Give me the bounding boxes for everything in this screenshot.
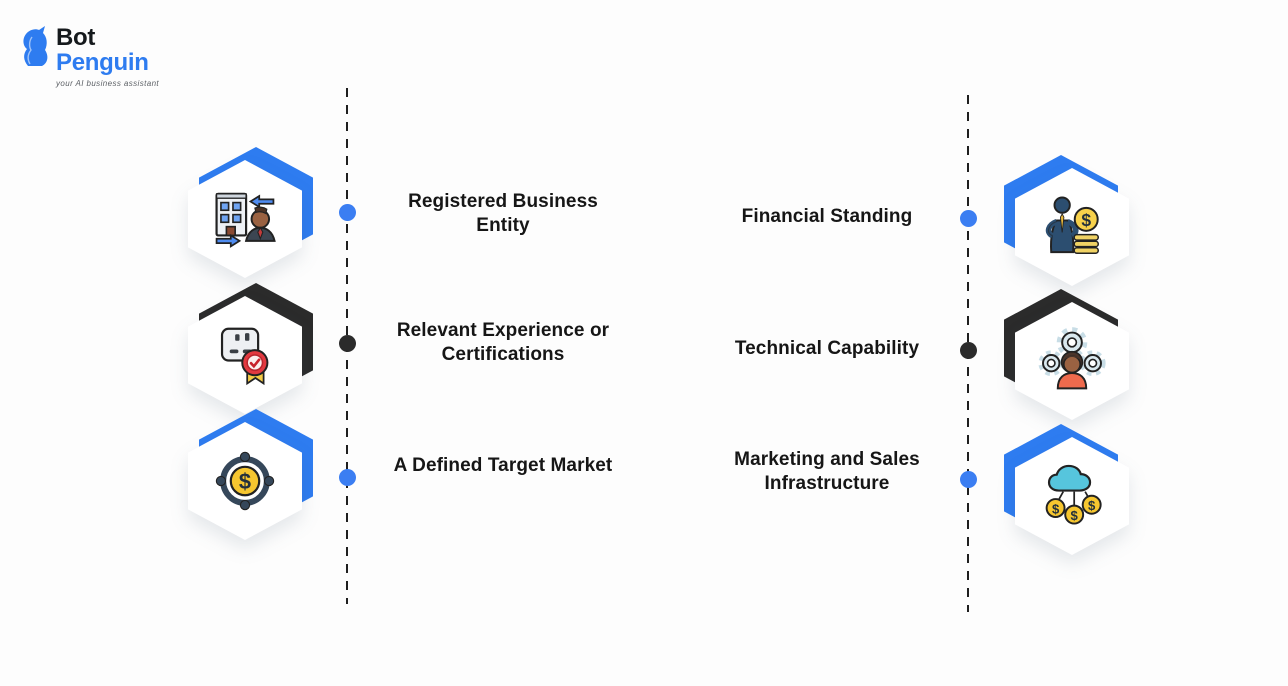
svg-text:$: $ xyxy=(1071,508,1079,523)
label-relevant-experience: Relevant Experience or Certifications xyxy=(396,320,610,365)
logo-word-bot: Bot xyxy=(56,24,96,51)
svg-text:$: $ xyxy=(1052,502,1060,517)
target-dollar-icon: $ xyxy=(215,451,275,511)
hex-face xyxy=(188,296,302,414)
hex-face xyxy=(188,160,302,278)
left-dot-target-market xyxy=(339,469,356,486)
svg-text:$: $ xyxy=(1081,210,1091,230)
hex-face: $ xyxy=(1015,168,1129,286)
left-dot-registered-business xyxy=(339,204,356,221)
hex-face: $ xyxy=(188,422,302,540)
right-dot-financial xyxy=(960,210,977,227)
hex-experience-certifications xyxy=(188,283,313,414)
logo-word-penguin: Penguin xyxy=(56,49,149,76)
hex-financial-standing: $ xyxy=(1004,155,1129,286)
label-financial-standing: Financial Standing xyxy=(741,206,913,227)
label-defined-target-market: A Defined Target Market xyxy=(393,455,613,476)
building-person-exchange-icon xyxy=(215,192,276,248)
hex-marketing-sales: $ $ $ xyxy=(1004,424,1129,555)
hex-face xyxy=(1015,302,1129,420)
gears-person-icon xyxy=(1038,327,1106,390)
svg-text:$: $ xyxy=(239,469,251,494)
svg-text:$: $ xyxy=(1088,498,1096,513)
left-dot-experience xyxy=(339,335,356,352)
label-marketing-sales-infrastructure: Marketing and Sales Infrastructure xyxy=(734,449,920,494)
penguin-icon xyxy=(23,26,48,66)
label-registered-business-entity: Registered Business Entity xyxy=(408,191,598,236)
cloud-coins-network-icon: $ $ $ xyxy=(1045,464,1102,525)
hex-registered-business xyxy=(188,147,313,278)
logo-tagline: your AI business assistant xyxy=(56,79,160,88)
businessman-coins-icon: $ xyxy=(1045,196,1100,255)
label-technical-capability: Technical Capability xyxy=(734,338,920,359)
right-dot-technical xyxy=(960,342,977,359)
certificate-ribbon-icon xyxy=(220,327,269,386)
hex-face: $ $ $ xyxy=(1015,437,1129,555)
hex-target-market: $ xyxy=(188,409,313,540)
botpenguin-logo: Bot Penguin your AI business assistant xyxy=(16,14,159,88)
hex-technical-capability xyxy=(1004,289,1129,420)
right-dot-marketing xyxy=(960,471,977,488)
